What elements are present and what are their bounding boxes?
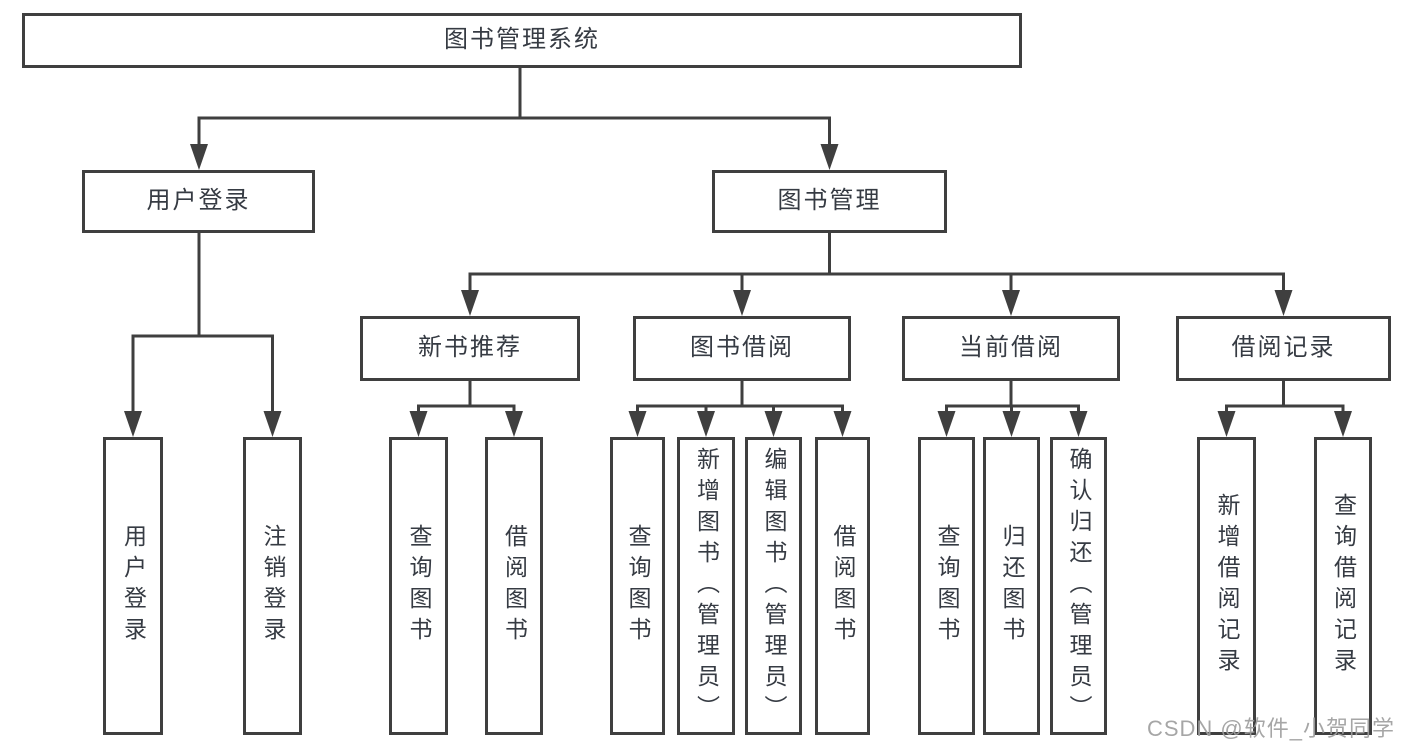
leaf-query-books-borrow-label: 查询图书 xyxy=(625,524,651,648)
node-user-login: 用户登录 xyxy=(82,170,315,233)
leaf-borrow-books-label: 借阅图书 xyxy=(830,524,856,648)
leaf-logout-label: 注销登录 xyxy=(260,524,286,648)
node-user-login-label: 用户登录 xyxy=(146,187,251,215)
arrowheads xyxy=(124,144,1352,437)
leaf-query-books-borrow: 查询图书 xyxy=(610,437,665,735)
leaf-user-login-label: 用户登录 xyxy=(120,524,147,648)
leaf-add-books-admin-label: 新增图书（管理员） xyxy=(693,446,720,726)
leaf-user-login: 用户登录 xyxy=(103,437,163,735)
node-book-management: 图书管理 xyxy=(712,170,947,233)
leaf-query-books-current-label: 查询图书 xyxy=(934,524,960,648)
node-book-management-label: 图书管理 xyxy=(777,187,882,215)
leaf-add-borrow-record-label: 新增借阅记录 xyxy=(1214,493,1240,679)
csdn-watermark: CSDN @软件_小贺同学 xyxy=(1146,716,1395,741)
leaf-confirm-return-admin-label: 确认归还（管理员） xyxy=(1066,446,1092,726)
leaf-query-books-current: 查询图书 xyxy=(918,437,975,735)
leaf-query-books-recommend: 查询图书 xyxy=(389,437,448,735)
node-borrow-records-label: 借阅记录 xyxy=(1231,334,1336,362)
leaf-return-books-label: 归还图书 xyxy=(999,524,1025,648)
leaf-confirm-return-admin: 确认归还（管理员） xyxy=(1050,437,1107,735)
leaf-return-books: 归还图书 xyxy=(983,437,1040,735)
node-current-borrow: 当前借阅 xyxy=(902,316,1120,381)
node-book-borrow-label: 图书借阅 xyxy=(690,334,794,362)
leaf-logout: 注销登录 xyxy=(243,437,302,735)
node-root-label: 图书管理系统 xyxy=(444,26,600,54)
node-book-borrow: 图书借阅 xyxy=(633,316,851,381)
leaf-borrow-books-recommend: 借阅图书 xyxy=(485,437,543,735)
leaf-edit-books-admin-label: 编辑图书（管理员） xyxy=(761,446,787,726)
leaf-query-borrow-record-label: 查询借阅记录 xyxy=(1330,493,1357,679)
node-root-system: 图书管理系统 xyxy=(22,13,1022,68)
node-new-book-recommend-label: 新书推荐 xyxy=(418,334,522,362)
leaf-query-books-recommend-label: 查询图书 xyxy=(406,524,432,648)
node-current-borrow-label: 当前借阅 xyxy=(959,334,1063,362)
leaf-borrow-books-recommend-label: 借阅图书 xyxy=(501,524,528,648)
leaf-add-books-admin: 新增图书（管理员） xyxy=(677,437,735,735)
node-new-book-recommend: 新书推荐 xyxy=(360,316,580,381)
leaf-edit-books-admin: 编辑图书（管理员） xyxy=(745,437,802,735)
leaf-borrow-books: 借阅图书 xyxy=(815,437,870,735)
node-borrow-records: 借阅记录 xyxy=(1176,316,1391,381)
leaf-query-borrow-record: 查询借阅记录 xyxy=(1314,437,1372,735)
leaf-add-borrow-record: 新增借阅记录 xyxy=(1197,437,1256,735)
